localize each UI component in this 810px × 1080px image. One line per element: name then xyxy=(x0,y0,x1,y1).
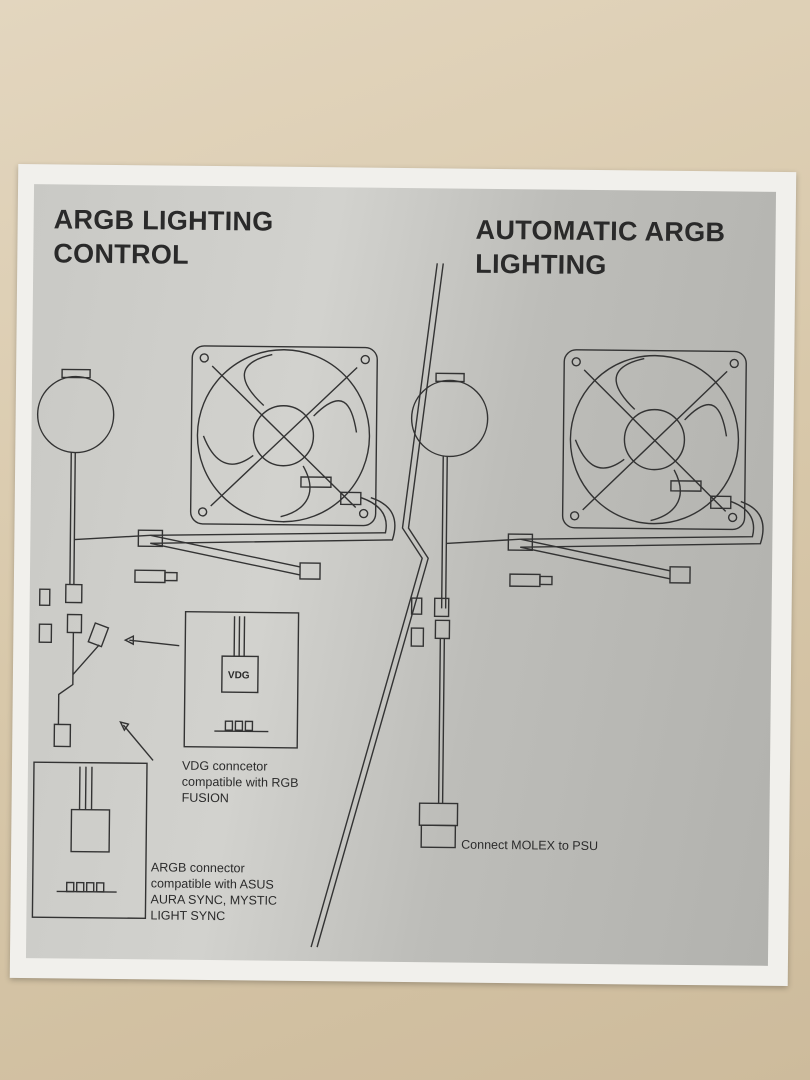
vdg-connector-box xyxy=(183,611,300,749)
molex-caption: Connect MOLEX to PSU xyxy=(461,837,599,854)
caption-line: ARGB connector xyxy=(150,860,245,876)
fan-cable-left xyxy=(74,496,396,584)
fan-cable-right xyxy=(446,500,764,588)
title-argb-lighting-control: ARGB LIGHTING CONTROL xyxy=(53,202,274,272)
fan-right xyxy=(561,349,747,531)
argb-ring-left xyxy=(36,368,115,585)
splitter-cable-left xyxy=(38,583,180,761)
vdg-caption: VDG conncetor compatible with RGB FUSION xyxy=(182,758,299,807)
argb-ring-right xyxy=(410,372,489,609)
caption-line: compatible with RGB xyxy=(181,774,299,790)
manual-sheet: ARGB LIGHTING CONTROL AUTOMATIC ARGB LIG… xyxy=(9,163,797,987)
title-line: LIGHTING xyxy=(475,248,607,281)
caption-line: FUSION xyxy=(181,790,229,806)
molex-cable xyxy=(410,597,459,849)
vdg-label: VDG xyxy=(227,670,250,682)
argb-connector-box xyxy=(31,761,148,920)
caption-line: VDG conncetor xyxy=(181,758,268,774)
diagram-panel: ARGB LIGHTING CONTROL AUTOMATIC ARGB LIG… xyxy=(25,184,777,966)
argb-caption: ARGB connector compatible with ASUS AURA… xyxy=(150,859,277,924)
fan-left xyxy=(189,345,378,527)
wiring-diagram xyxy=(31,263,764,948)
title-line: CONTROL xyxy=(53,238,190,270)
caption-line: AURA SYNC, MYSTIC xyxy=(150,892,278,908)
title-line: AUTOMATIC ARGB xyxy=(475,214,726,248)
caption-line: LIGHT SYNC xyxy=(150,908,226,924)
title-line: ARGB LIGHTING xyxy=(53,204,274,237)
caption-line: compatible with ASUS xyxy=(150,876,274,892)
title-automatic-argb-lighting: AUTOMATIC ARGB LIGHTING xyxy=(475,213,725,284)
